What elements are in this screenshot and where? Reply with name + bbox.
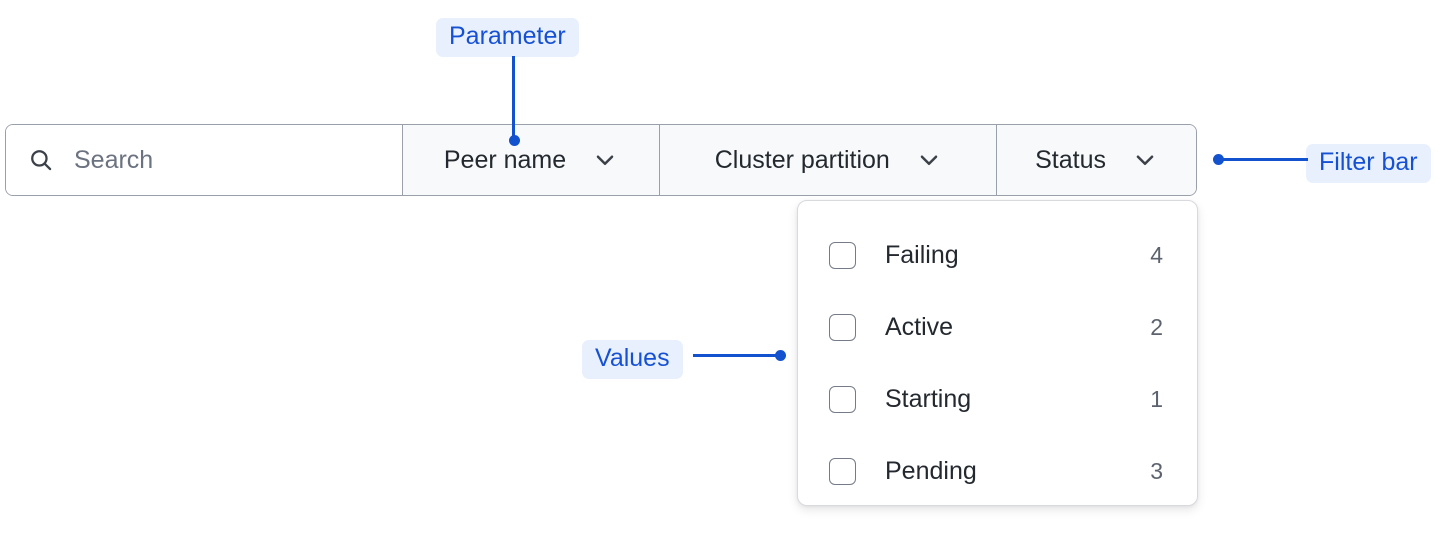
checkbox-active[interactable] — [829, 313, 856, 341]
chevron-down-icon — [1136, 155, 1154, 166]
search-icon — [31, 150, 52, 171]
filter-peer-name[interactable]: Peer name — [402, 125, 661, 195]
annotation-dot-values — [775, 350, 786, 361]
search-field[interactable] — [6, 125, 403, 195]
chevron-down-icon — [920, 155, 938, 166]
filter-cluster-partition-label: Cluster partition — [714, 145, 890, 174]
dropdown-option-label: Active — [885, 312, 954, 341]
annotation-label-parameter: Parameter — [436, 18, 579, 57]
annotation-leader-line-parameter — [512, 56, 515, 141]
annotation-leader-line-filter-bar — [1222, 158, 1308, 161]
dropdown-option-pending[interactable]: Pending 3 — [798, 435, 1197, 507]
annotation-label-values: Values — [582, 340, 683, 379]
dropdown-option-starting[interactable]: Starting 1 — [798, 363, 1197, 435]
dropdown-option-failing[interactable]: Failing 4 — [798, 219, 1197, 291]
chevron-down-icon — [596, 155, 614, 166]
dropdown-option-count: 3 — [1150, 457, 1163, 484]
dropdown-option-label: Failing — [885, 240, 959, 269]
filter-cluster-partition[interactable]: Cluster partition — [660, 125, 998, 195]
filter-status[interactable]: Status — [997, 125, 1196, 195]
filter-status-label: Status — [1035, 145, 1106, 174]
checkbox-failing[interactable] — [829, 241, 856, 269]
annotation-leader-line-values — [693, 354, 781, 357]
dropdown-option-count: 4 — [1150, 241, 1163, 268]
dropdown-option-active[interactable]: Active 2 — [798, 291, 1197, 363]
annotation-dot-filter-bar — [1213, 154, 1224, 165]
dropdown-option-count: 2 — [1150, 313, 1163, 340]
filter-bar: Peer name Cluster partition Status — [5, 124, 1197, 196]
dropdown-option-count: 1 — [1150, 385, 1163, 412]
dropdown-option-label: Pending — [885, 456, 977, 485]
checkbox-starting[interactable] — [829, 385, 856, 413]
search-input[interactable] — [74, 145, 374, 175]
filter-peer-name-label: Peer name — [443, 145, 567, 174]
annotation-label-filter-bar: Filter bar — [1306, 144, 1431, 183]
dropdown-option-label: Starting — [885, 384, 972, 413]
checkbox-pending[interactable] — [829, 457, 856, 485]
annotation-dot-parameter — [509, 135, 520, 146]
status-dropdown-panel: Failing 4 Active 2 Starting 1 Pending 3 — [797, 200, 1198, 506]
